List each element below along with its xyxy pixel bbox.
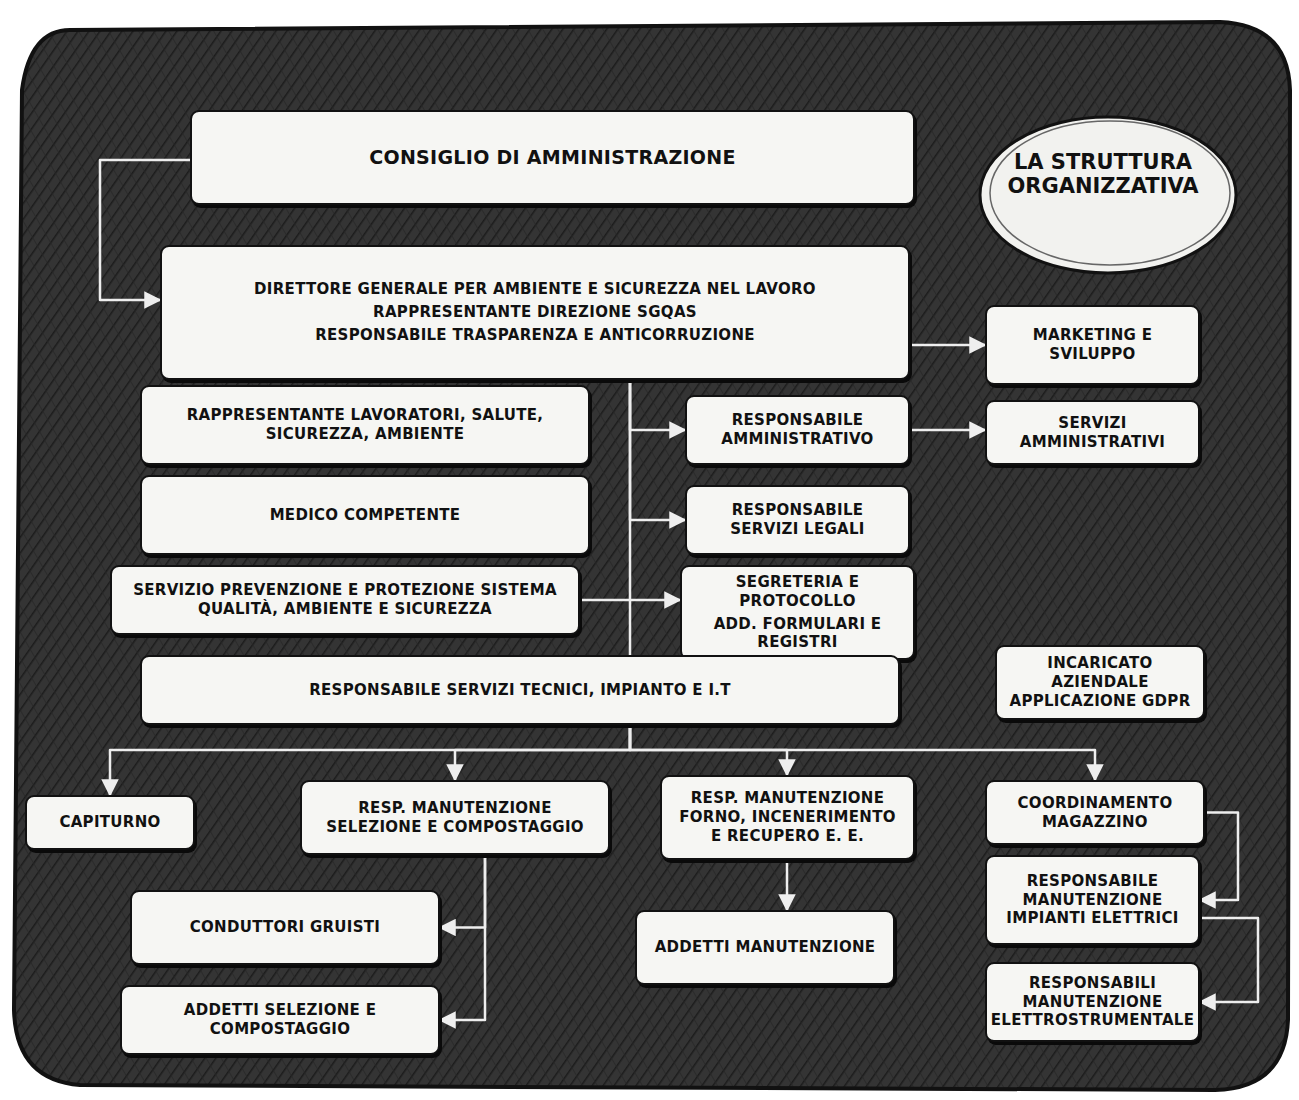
org-box: SERVIZIO PREVENZIONE E PROTEZIONE SISTEM… xyxy=(110,565,580,635)
box-label: ADDETTI SELEZIONE E COMPOSTAGGIO xyxy=(134,1001,426,1039)
connector xyxy=(1200,918,1258,1002)
box-label: CONSIGLIO DI AMMINISTRAZIONE xyxy=(369,146,736,170)
box-label: MEDICO COMPETENTE xyxy=(270,506,461,525)
box-label: RAPPRESENTANTE DIREZIONE SGQAS xyxy=(373,303,697,322)
box-label: DIRETTORE GENERALE PER AMBIENTE E SICURE… xyxy=(254,280,816,299)
org-box: RESPONSABILI MANUTENZIONE ELETTROSTRUMEN… xyxy=(985,962,1200,1042)
connector xyxy=(786,860,789,910)
box-label: CONDUTTORI GRUISTI xyxy=(190,918,381,937)
box-label: MARKETING E SVILUPPO xyxy=(999,326,1186,364)
box-label: ADDETTI MANUTENZIONE xyxy=(655,938,876,957)
org-box: ADDETTI MANUTENZIONE xyxy=(635,910,895,985)
box-label: RESPONSABILE SERVIZI LEGALI xyxy=(699,501,896,539)
connector xyxy=(630,380,685,430)
box-label: RAPPRESENTANTE LAVORATORI, SALUTE, SICUR… xyxy=(154,406,576,444)
org-box: CAPITURNO xyxy=(25,795,195,850)
org-box: CONDUTTORI GRUISTI xyxy=(130,890,440,965)
connector xyxy=(440,855,485,1020)
org-box: RESPONSABILE MANUTENZIONE IMPIANTI ELETT… xyxy=(985,855,1200,945)
box-label: COORDINAMENTO MAGAZZINO xyxy=(999,794,1191,832)
box-label: RESPONSABILE SERVIZI TECNICI, IMPIANTO E… xyxy=(309,681,731,700)
box-label: RESPONSABILE AMMINISTRATIVO xyxy=(699,411,896,449)
box-label: SERVIZI AMMINISTRATIVI xyxy=(999,414,1186,452)
connector xyxy=(910,429,985,432)
connector xyxy=(455,725,630,780)
connector xyxy=(910,344,985,347)
org-box: ADDETTI SELEZIONE E COMPOSTAGGIO xyxy=(120,985,440,1055)
connector xyxy=(629,380,632,655)
org-box: RESPONSABILE SERVIZI LEGALI xyxy=(685,485,910,555)
box-label: RESPONSABILE TRASPARENZA E ANTICORRUZION… xyxy=(315,326,755,345)
box-label: INCARICATO AZIENDALE APPLICAZIONE GDPR xyxy=(1009,654,1191,710)
org-box: RESP. MANUTENZIONE SELEZIONE E COMPOSTAG… xyxy=(300,780,610,855)
org-box: MARKETING E SVILUPPO xyxy=(985,305,1200,385)
box-label: SERVIZIO PREVENZIONE E PROTEZIONE SISTEM… xyxy=(124,581,566,619)
box-label: CAPITURNO xyxy=(59,813,160,832)
box-label: RESPONSABILI MANUTENZIONE ELETTROSTRUMEN… xyxy=(991,974,1195,1030)
box-label: SEGRETERIA E PROTOCOLLO xyxy=(694,573,901,611)
org-box: RAPPRESENTANTE LAVORATORI, SALUTE, SICUR… xyxy=(140,385,590,465)
org-box: RESPONSABILE AMMINISTRATIVO xyxy=(685,395,910,465)
title-text: LA STRUTTURA ORGANIZZATIVA xyxy=(998,150,1208,198)
org-box: MEDICO COMPETENTE xyxy=(140,475,590,555)
box-label: RESPONSABILE MANUTENZIONE IMPIANTI ELETT… xyxy=(999,872,1186,928)
connector xyxy=(630,725,1095,780)
org-box: RESPONSABILE SERVIZI TECNICI, IMPIANTO E… xyxy=(140,655,900,725)
box-label: ADD. FORMULARI E REGISTRI xyxy=(694,615,901,653)
connector xyxy=(630,380,685,520)
org-box: CONSIGLIO DI AMMINISTRAZIONE xyxy=(190,110,915,205)
connector xyxy=(1200,813,1238,901)
org-box: SEGRETERIA E PROTOCOLLO ADD. FORMULARI E … xyxy=(680,565,915,660)
org-box: INCARICATO AZIENDALE APPLICAZIONE GDPR xyxy=(995,645,1205,720)
box-label: RESP. MANUTENZIONE SELEZIONE E COMPOSTAG… xyxy=(314,799,596,837)
connector xyxy=(440,855,485,928)
org-box: SERVIZI AMMINISTRATIVI xyxy=(985,400,1200,465)
org-box: COORDINAMENTO MAGAZZINO xyxy=(985,780,1205,845)
box-label: RESP. MANUTENZIONE FORNO, INCENERIMENTO … xyxy=(674,789,901,845)
org-box: DIRETTORE GENERALE PER AMBIENTE E SICURE… xyxy=(160,245,910,380)
org-box: RESP. MANUTENZIONE FORNO, INCENERIMENTO … xyxy=(660,775,915,860)
